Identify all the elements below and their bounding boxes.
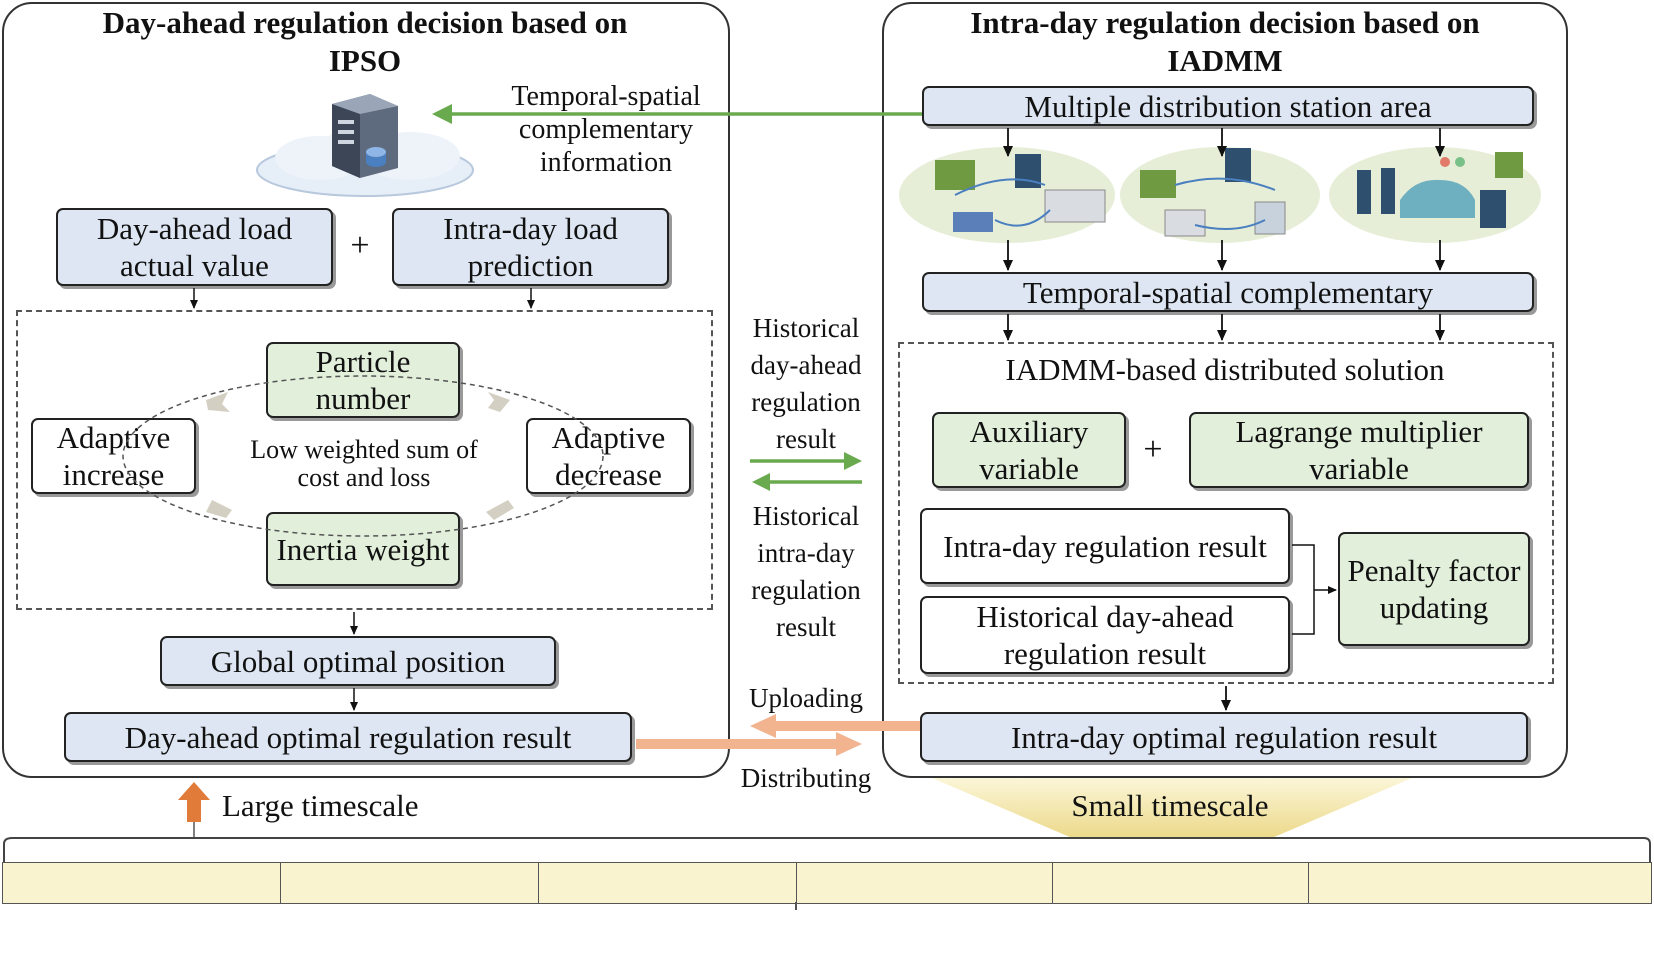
- timescale-segment: [281, 863, 539, 903]
- distributing-label: Distributing: [740, 763, 872, 793]
- lagrange-multiplier-box: Lagrange multiplier variable: [1189, 412, 1529, 488]
- iadmm-solution-title: IADMM-based distributed solution: [1005, 352, 1445, 387]
- right-title-line2: IADMM: [1167, 43, 1283, 78]
- dayahead-load-actual-box: Day-ahead load actual value: [56, 208, 333, 286]
- timescale-segment: [1309, 863, 1651, 903]
- temporal-info-label: Temporal-spatial complementary informati…: [511, 81, 701, 178]
- dayahead-optimal-result-box: Day-ahead optimal regulation result: [64, 712, 632, 762]
- server-cloud-icon: [256, 94, 474, 197]
- ipso-dashed-region: [16, 310, 713, 610]
- adaptive-decrease-box: Adaptive decrease: [526, 418, 691, 494]
- large-timescale-label: Large timescale: [222, 788, 419, 823]
- right-plus-sign: +: [1143, 431, 1163, 468]
- timescale-segment: [3, 863, 281, 903]
- small-timescale-label: Small timescale: [1071, 788, 1269, 823]
- station-area-icon: [899, 147, 1541, 243]
- right-panel-title: Intra-day regulation decision based on I…: [890, 4, 1560, 80]
- timescale-segment: [1053, 863, 1309, 903]
- timescale-tick: [795, 902, 797, 910]
- left-title-line1: Day-ahead regulation decision based on: [102, 5, 628, 40]
- right-title-line1: Intra-day regulation decision based on: [970, 5, 1480, 40]
- iadmm-dashed-region: [898, 342, 1554, 684]
- particle-number-box: Particle number: [266, 342, 460, 418]
- temporal-complementary-box: Temporal-spatial complementary: [922, 272, 1534, 312]
- inertia-weight-box: Inertia weight: [266, 512, 460, 586]
- multi-distribution-area-box: Multiple distribution station area: [922, 86, 1534, 126]
- up-arrow-icon: [178, 782, 210, 838]
- timescale-segment: [539, 863, 797, 903]
- left-title-line2: IPSO: [328, 43, 402, 78]
- global-optimal-position-box: Global optimal position: [160, 636, 556, 686]
- adaptive-increase-box: Adaptive increase: [31, 418, 196, 494]
- timescale-bar: [2, 862, 1652, 904]
- timescale-bracket: [3, 837, 1651, 862]
- auxiliary-variable-box: Auxiliary variable: [932, 412, 1126, 488]
- intraday-optimal-result-box: Intra-day optimal regulation result: [920, 712, 1528, 762]
- small-timescale-funnel: [932, 778, 1412, 838]
- left-panel-title: Day-ahead regulation decision based on I…: [20, 4, 710, 80]
- historical-intraday-label: Historical intra-day regulation result: [751, 501, 861, 642]
- historical-dayahead-label: Historical day-ahead regulation result: [750, 313, 862, 454]
- timescale-segment: [797, 863, 1053, 903]
- historical-dayahead-result-box: Historical day-ahead regulation result: [920, 596, 1290, 674]
- intraday-regulation-result-box: Intra-day regulation result: [920, 508, 1290, 584]
- intraday-load-prediction-box: Intra-day load prediction: [392, 208, 669, 286]
- left-plus-sign: +: [350, 227, 370, 264]
- penalty-factor-box: Penalty factor updating: [1338, 532, 1530, 646]
- ipso-center-text: Low weighted sum of cost and loss: [250, 435, 478, 492]
- uploading-label: Uploading: [749, 683, 863, 713]
